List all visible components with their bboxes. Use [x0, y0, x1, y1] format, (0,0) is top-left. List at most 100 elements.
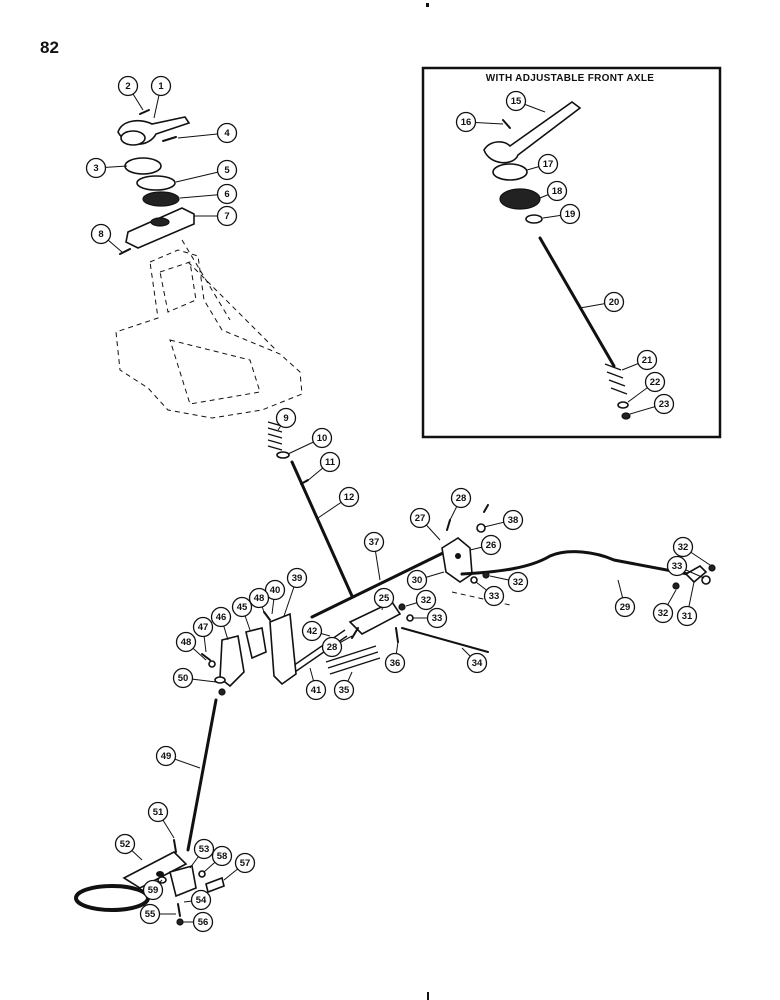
nut-23 [621, 412, 631, 420]
callout-circle [537, 153, 559, 175]
washer-38 [476, 523, 486, 533]
lever-25 [348, 600, 402, 635]
callout-number: 30 [412, 575, 423, 586]
callout-number: 50 [178, 673, 189, 684]
callout-number: 2 [125, 81, 130, 92]
callout-circle [321, 636, 343, 658]
callout-10: 10 [287, 427, 333, 455]
callout-19: 19 [542, 203, 581, 225]
pin-16 [502, 119, 511, 129]
callout-number: 37 [369, 537, 380, 548]
callout-circle [676, 605, 698, 627]
callout-circle [426, 607, 448, 629]
callout-number: 1 [158, 81, 164, 92]
callout-number: 9 [283, 413, 288, 424]
callout-circle [415, 589, 437, 611]
callout-number: 38 [508, 515, 519, 526]
callout-number: 31 [682, 611, 693, 622]
callout-circle [406, 569, 428, 591]
pin-51 [173, 839, 177, 853]
callout-32: 32 [652, 589, 677, 624]
callout-52: 52 [114, 833, 143, 861]
callout-circle [210, 606, 232, 628]
callout-5: 5 [175, 159, 238, 183]
callout-29: 29 [614, 579, 636, 618]
callout-circle [275, 407, 297, 429]
pin-48-upper [263, 611, 271, 621]
callout-circle [502, 509, 524, 531]
control-lever [117, 116, 191, 146]
callout-38: 38 [483, 509, 524, 531]
callout-42: 42 [301, 620, 331, 642]
callout-number: 34 [472, 658, 483, 669]
callout-number: 39 [292, 573, 303, 584]
spring-35 [325, 645, 381, 675]
callout-number: 18 [552, 186, 563, 197]
callout-number: 55 [145, 909, 156, 920]
callout-33: 33 [412, 607, 448, 629]
callout-circle [147, 801, 169, 823]
callout-55: 55 [139, 903, 176, 925]
callout-48: 48 [248, 587, 270, 613]
callout-30: 30 [406, 569, 445, 591]
callout-circle [636, 349, 658, 371]
rod-37 [310, 550, 447, 619]
callout-circle [286, 567, 308, 589]
callout-circle [559, 203, 581, 225]
callout-8: 8 [90, 223, 123, 253]
callout-circle [231, 596, 253, 618]
callout-circle [653, 393, 675, 415]
callout-number: 27 [415, 513, 426, 524]
pin-2 [139, 109, 150, 115]
callout-circle [363, 531, 385, 553]
washer-22 [617, 401, 629, 409]
callout-33: 33 [475, 581, 505, 607]
callout-3: 3 [85, 157, 128, 179]
callout-number: 15 [511, 96, 522, 107]
bracket-53 [169, 864, 197, 898]
inset-frame [421, 66, 722, 439]
callout-number: 41 [311, 685, 322, 696]
callout-35: 35 [333, 671, 355, 701]
callout-circle [175, 631, 197, 653]
rod-29 [460, 550, 690, 576]
callout-7: 7 [194, 205, 238, 227]
arm-39 [269, 612, 297, 686]
bolt-57 [205, 876, 225, 894]
callout-number: 32 [678, 542, 689, 553]
pedal-52 [74, 851, 188, 912]
shaft-12 [290, 460, 354, 598]
callout-circle [384, 652, 406, 674]
callout-number: 40 [270, 585, 281, 596]
callout-circle [666, 555, 688, 577]
callout-number: 52 [120, 839, 131, 850]
callout-circle [305, 679, 327, 701]
nut-32-small [398, 603, 406, 611]
rod-34 [401, 627, 489, 653]
callout-12: 12 [317, 486, 360, 519]
callout-51: 51 [147, 801, 175, 839]
callout-number: 6 [224, 189, 229, 200]
callout-circle [216, 183, 238, 205]
pin-4 [162, 136, 177, 142]
callout-28: 28 [321, 635, 353, 658]
callout-49: 49 [155, 745, 201, 769]
callout-number: 22 [650, 377, 661, 388]
callout-circle [216, 205, 238, 227]
plate-46 [219, 635, 245, 688]
callout-circle [190, 889, 212, 911]
callout-circle [117, 75, 139, 97]
callout-number: 28 [456, 493, 467, 504]
callout-circle [216, 159, 238, 181]
nut-32-mid [482, 571, 490, 579]
callout-number: 21 [642, 355, 653, 366]
callout-number: 19 [565, 209, 576, 220]
callout-4: 4 [177, 122, 238, 144]
washer-58 [198, 870, 206, 878]
callout-number: 49 [161, 751, 172, 762]
callout-number: 59 [148, 885, 159, 896]
callout-circle [114, 833, 136, 855]
washer-5 [136, 175, 176, 191]
callout-1: 1 [150, 75, 172, 119]
